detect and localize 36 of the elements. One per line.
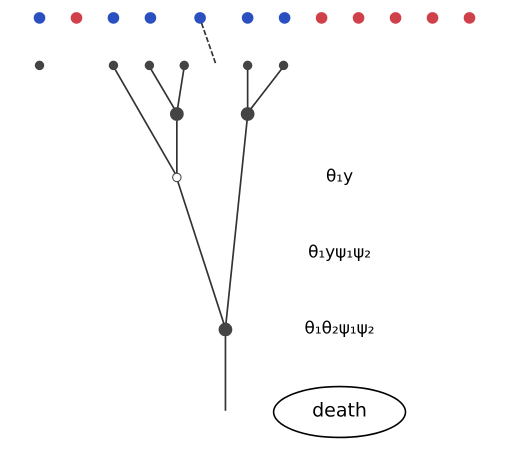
label: θ₁yψ₁ψ₂ bbox=[308, 241, 372, 262]
node-circle bbox=[34, 60, 44, 70]
connector bbox=[114, 69, 176, 174]
connector bbox=[176, 70, 185, 108]
node-circle bbox=[278, 60, 288, 70]
connector bbox=[200, 22, 217, 65]
node-circle bbox=[390, 12, 402, 24]
node-circle bbox=[464, 12, 476, 24]
connector bbox=[225, 120, 248, 324]
connector bbox=[176, 120, 178, 174]
node-circle bbox=[426, 12, 438, 24]
node-circle bbox=[180, 60, 189, 70]
node-circle bbox=[240, 107, 254, 121]
node-circle bbox=[172, 172, 182, 182]
connector bbox=[250, 68, 282, 109]
node-ellipse: death bbox=[272, 386, 406, 438]
node-circle bbox=[144, 12, 156, 24]
label: θ₁y bbox=[326, 165, 354, 186]
node-circle bbox=[352, 12, 364, 24]
node-circle bbox=[34, 12, 46, 24]
connector bbox=[224, 336, 226, 411]
node-circle bbox=[242, 60, 252, 70]
node-circle bbox=[218, 322, 232, 336]
connector bbox=[246, 70, 248, 108]
node-circle bbox=[242, 12, 254, 24]
node-circle bbox=[194, 12, 206, 24]
node-circle bbox=[108, 60, 118, 70]
connector bbox=[150, 69, 175, 109]
node-circle bbox=[278, 12, 290, 24]
node-circle bbox=[70, 12, 82, 24]
node-circle bbox=[144, 60, 154, 70]
label: θ₁θ₂ψ₁ψ₂ bbox=[304, 318, 375, 338]
connector bbox=[177, 181, 225, 324]
node-circle bbox=[316, 12, 328, 24]
node-circle bbox=[108, 12, 120, 24]
node-circle bbox=[170, 107, 184, 121]
